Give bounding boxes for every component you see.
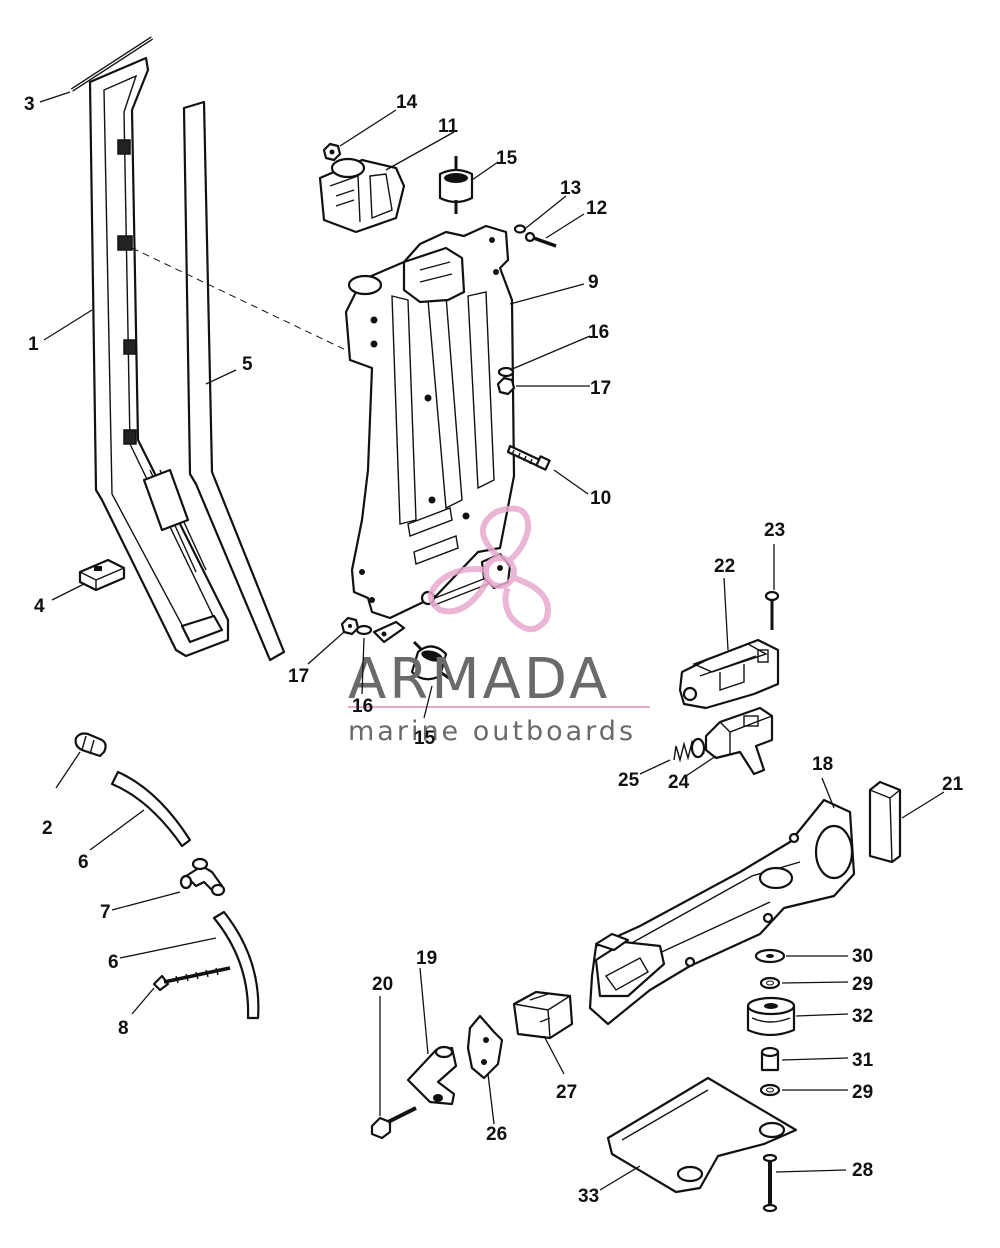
callout-33: 33 [578,1186,599,1207]
part-9-bracket-plate [344,224,516,620]
watermark-title: ARMADA [348,647,610,712]
callout-4: 4 [34,596,45,617]
part-17-nut-left [340,616,360,636]
part-30-washer [754,948,786,964]
alignment-line [131,247,351,353]
callout-9: 9 [588,272,599,293]
callout-27: 27 [556,1082,577,1103]
watermark-logo [428,505,551,632]
part-12-bolt [524,231,557,248]
part-21-pad [868,780,902,864]
part-16-washer-right [497,366,515,378]
callout-26: 26 [486,1124,507,1145]
callout-11: 11 [438,116,459,137]
callout-25: 25 [618,770,640,791]
callout-32: 32 [852,1006,873,1027]
part-3-rod [70,36,154,92]
callout-19: 19 [416,948,437,969]
part-27-block [512,990,574,1040]
callout-13: 13 [560,178,581,199]
callout-15b: 15 [414,728,436,749]
leader-lines [39,91,945,1191]
part-10-bolt [506,444,551,471]
callout-31: 31 [852,1050,874,1071]
part-15-mount-top [438,156,474,214]
callout-12: 12 [586,198,607,219]
part-17-nut-right [496,376,516,396]
part-29-washer-lower [759,1083,781,1097]
part-1-channel [88,56,230,658]
part-22-housing [678,638,780,710]
callout-6a: 6 [78,852,89,873]
part-15-mount-bottom [410,640,453,682]
part-5-strip [182,100,286,662]
callout-3: 3 [24,94,35,115]
callout-1: 1 [28,334,39,355]
callout-28: 28 [852,1160,873,1181]
callout-16b: 16 [352,696,373,717]
part-33-plate [606,1076,798,1194]
part-6-hose-lower [212,910,260,1020]
callout-20: 20 [372,974,393,995]
part-20-bolt [370,1106,417,1140]
plate-link [372,620,406,644]
callout-numbers: 1 2 3 4 5 6 6 7 8 9 10 11 12 13 14 15 15… [24,92,964,1207]
callout-6b: 6 [108,952,119,973]
callout-2: 2 [42,818,53,839]
part-31-sleeve [760,1046,780,1072]
part-13-washer [513,224,527,234]
part-8-screw [152,966,231,992]
part-23-screw [764,590,780,630]
part-19-arm [406,1045,458,1106]
callout-10: 10 [590,488,611,509]
callout-16a: 16 [588,322,609,343]
callout-24: 24 [668,772,690,793]
part-7-tee [179,857,226,897]
part-29-washer-upper [759,976,781,990]
callout-21: 21 [942,774,964,795]
callout-17a: 17 [590,378,611,399]
callout-5: 5 [242,354,253,375]
part-11-mount [318,157,406,234]
callout-18: 18 [812,754,833,775]
callout-22: 22 [714,556,735,577]
part-32-grommet [746,996,796,1037]
watermark-subtitle: marine outboards [348,716,636,747]
callout-15a: 15 [496,148,518,169]
part-2-fitting [74,732,107,758]
callout-14: 14 [396,92,418,113]
callout-8: 8 [118,1018,129,1039]
part-16-washer-left [355,624,373,636]
part-6-hose-upper [110,770,192,848]
part-18-swivel-bracket [588,798,856,1026]
part-28-bolt [762,1153,778,1213]
part-14-nut [322,142,342,162]
callout-29a: 29 [852,974,873,995]
callout-30: 30 [852,946,873,967]
part-24-latch [704,706,774,776]
part-26-plate [466,1014,504,1080]
callout-29b: 29 [852,1082,873,1103]
callout-7: 7 [100,902,111,923]
callout-17b: 17 [288,666,309,687]
part-25-spring [673,737,706,763]
part-4-block [78,558,126,592]
callout-23: 23 [764,520,785,541]
